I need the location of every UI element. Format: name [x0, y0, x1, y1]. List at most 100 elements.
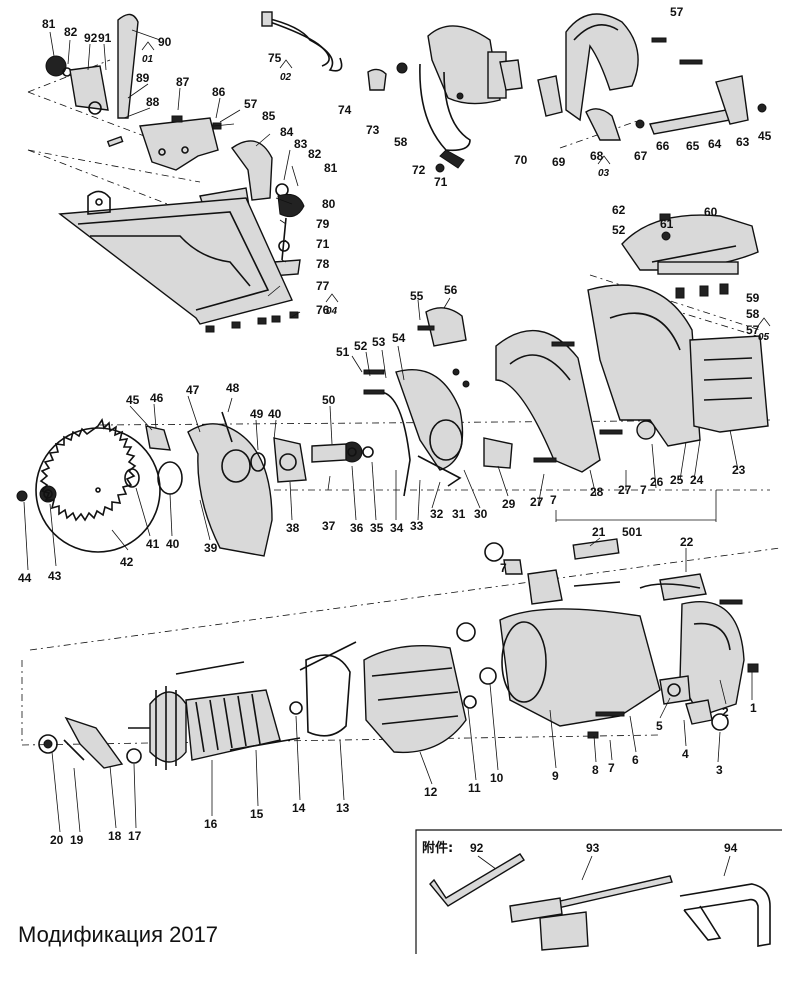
label-13: 13	[336, 801, 350, 815]
label-39: 39	[204, 541, 218, 555]
label-86: 86	[212, 85, 226, 99]
label-17: 17	[128, 829, 142, 843]
marker-04: 04	[326, 306, 338, 317]
label-45b: 45	[126, 393, 140, 407]
marker-03: 03	[598, 168, 610, 179]
inner-guard-parts	[311, 307, 470, 497]
label-67: 67	[634, 149, 648, 163]
label-60: 60	[704, 205, 718, 219]
label-4: 4	[682, 747, 689, 761]
label-81b: 81	[324, 161, 338, 175]
leader-lines	[23, 29, 753, 833]
label-29: 29	[502, 497, 516, 511]
label-70: 70	[514, 153, 528, 167]
auxiliary-handle	[621, 213, 759, 299]
label-42: 42	[120, 555, 134, 569]
label-501: 501	[622, 525, 642, 539]
label-9: 9	[552, 769, 559, 783]
label-85: 85	[262, 109, 276, 123]
label-7a: 7	[550, 493, 557, 507]
label-7: 7	[608, 761, 615, 775]
label-34: 34	[390, 521, 404, 535]
label-21: 21	[592, 525, 606, 539]
label-92: 92	[84, 31, 98, 45]
label-77: 77	[316, 279, 330, 293]
label-12: 12	[424, 785, 438, 799]
label-47: 47	[186, 383, 200, 397]
label-19: 19	[70, 833, 84, 847]
label-65: 65	[686, 139, 700, 153]
label-49: 49	[250, 407, 264, 421]
label-20: 20	[50, 833, 64, 847]
label-16: 16	[204, 817, 218, 831]
label-71: 71	[434, 175, 448, 189]
label-59: 59	[746, 291, 760, 305]
label-68: 68	[590, 149, 604, 163]
accessories-box: 附件: 92 93 94	[415, 829, 782, 954]
label-51: 51	[336, 345, 350, 359]
label-15: 15	[250, 807, 264, 821]
guard-housing-assembly	[483, 284, 769, 473]
label-11: 11	[468, 781, 481, 795]
marker-05: 05	[758, 332, 770, 343]
label-26: 26	[650, 475, 664, 489]
label-28: 28	[590, 485, 604, 499]
label-23: 23	[732, 463, 746, 477]
label-57c: 57	[746, 323, 760, 337]
label-79: 79	[316, 217, 330, 231]
label-63: 63	[736, 135, 750, 149]
label-40: 40	[268, 407, 282, 421]
label-89: 89	[136, 71, 150, 85]
label-54: 54	[392, 331, 406, 345]
label-3: 3	[716, 763, 723, 777]
label-14: 14	[292, 801, 306, 815]
accessories-title: 附件:	[422, 840, 453, 856]
label-94: 94	[724, 841, 738, 855]
label-45: 45	[758, 129, 772, 143]
label-8: 8	[592, 763, 599, 777]
label-5: 5	[656, 719, 663, 733]
label-90: 90	[158, 35, 172, 49]
label-88: 88	[146, 95, 160, 109]
label-58: 58	[394, 135, 408, 149]
label-33: 33	[410, 519, 424, 533]
label-83: 83	[294, 137, 308, 151]
label-7b: 7	[640, 483, 647, 497]
label-78: 78	[316, 257, 330, 271]
label-37: 37	[322, 519, 336, 533]
label-22: 22	[680, 535, 694, 549]
handle-top-assembly	[261, 11, 563, 173]
label-75: 75	[268, 51, 282, 65]
label-18: 18	[108, 829, 122, 843]
label-24: 24	[690, 473, 704, 487]
label-41: 41	[146, 537, 160, 551]
label-2: 2	[722, 705, 729, 719]
label-84: 84	[280, 125, 294, 139]
blade-and-lower-guard	[16, 411, 307, 557]
label-64: 64	[708, 137, 722, 151]
label-74: 74	[338, 103, 352, 117]
label-57-top: 57	[244, 97, 258, 111]
label-44: 44	[18, 571, 32, 585]
label-36: 36	[350, 521, 364, 535]
label-25: 25	[670, 473, 684, 487]
label-55: 55	[410, 289, 424, 303]
label-30: 30	[474, 507, 488, 521]
label-6: 6	[632, 753, 639, 767]
label-72: 72	[412, 163, 426, 177]
label-38: 38	[286, 521, 300, 535]
label-82b: 82	[308, 147, 322, 161]
label-91: 91	[98, 31, 112, 45]
label-82: 82	[64, 25, 78, 39]
label-61: 61	[660, 217, 674, 231]
label-48: 48	[226, 381, 240, 395]
label-71b: 71	[316, 237, 330, 251]
label-66: 66	[656, 139, 670, 153]
part-number-labels: 81 82 92 91 90 89 88 87 86 57 85 84 83 8…	[18, 5, 772, 847]
marker-02: 02	[280, 72, 292, 83]
label-53: 53	[372, 335, 386, 349]
label-10: 10	[490, 771, 504, 785]
label-76: 76	[316, 303, 330, 317]
label-92-acc: 92	[470, 841, 484, 855]
label-80: 80	[322, 197, 336, 211]
